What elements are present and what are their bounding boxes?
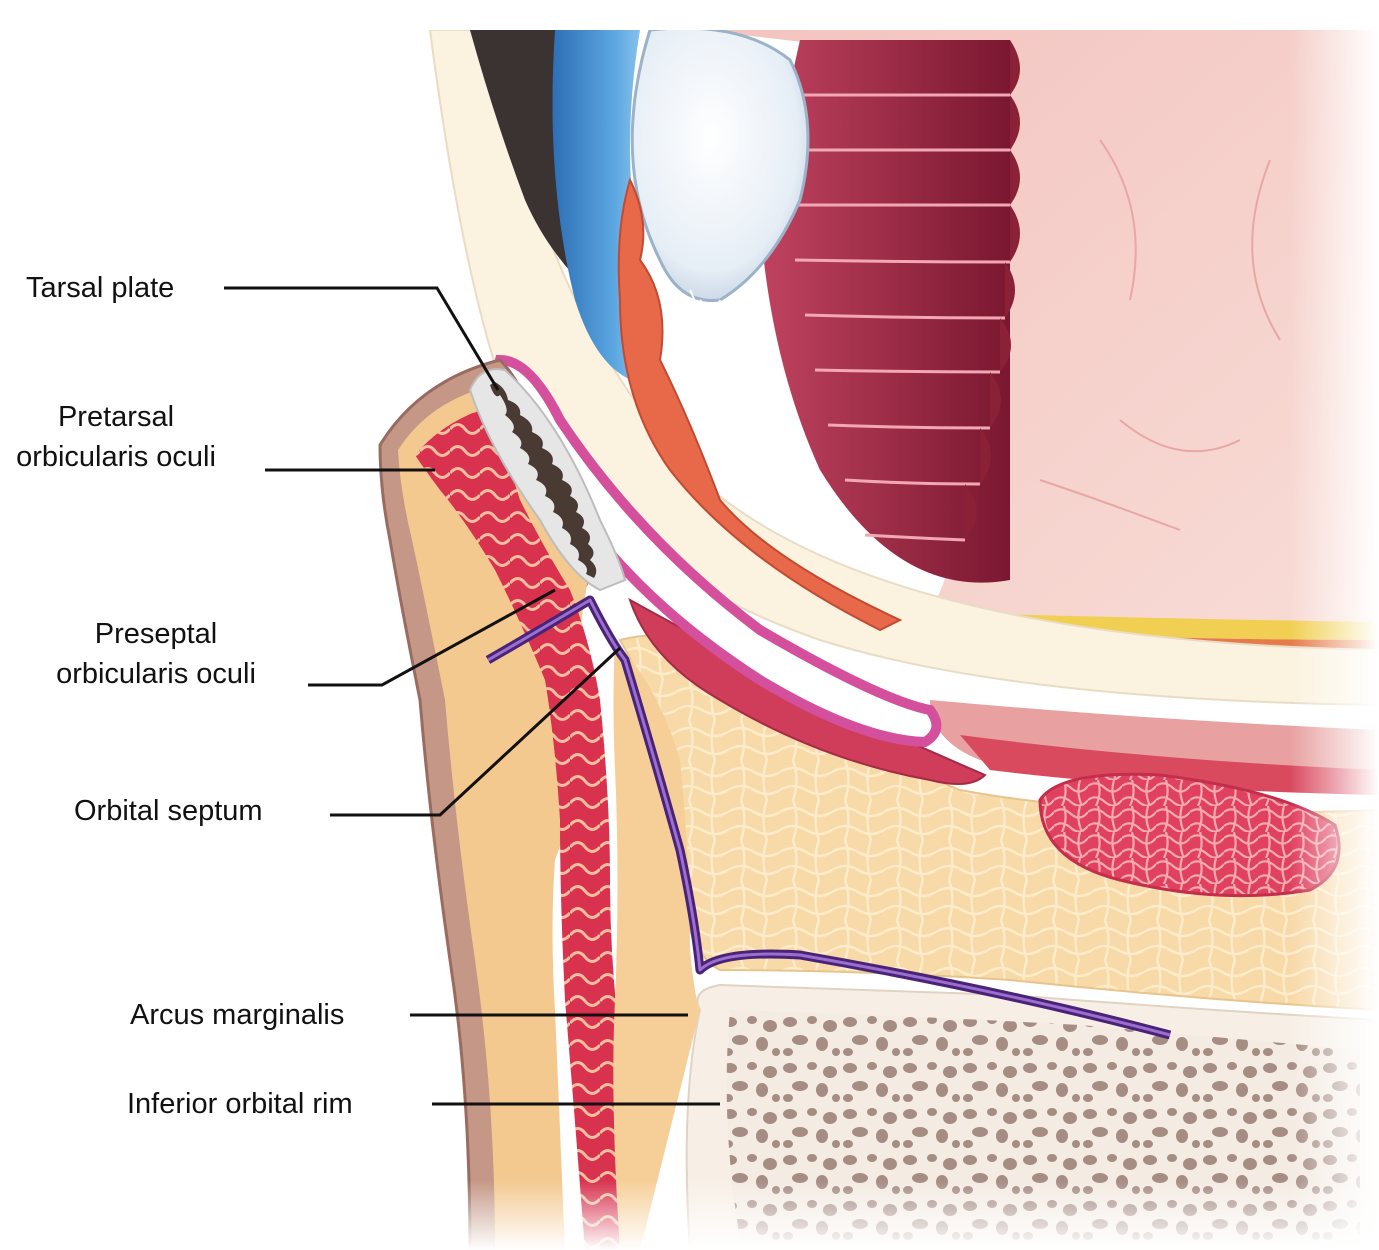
extraocular-muscle — [760, 40, 1020, 583]
meibomian-gland — [490, 382, 597, 578]
label-orbital-septum-text: Orbital septum — [74, 795, 263, 827]
label-tarsal-plate: Tarsal plate — [26, 268, 174, 308]
label-inferior-orbital-rim-text: Inferior orbital rim — [127, 1088, 353, 1120]
ciliary-body — [617, 177, 903, 632]
orbit-vessels — [1039, 139, 1281, 531]
leader-orbital-septum — [330, 646, 622, 817]
orbicularis-oculi — [415, 410, 640, 1250]
label-tarsal-plate-text: Tarsal plate — [26, 272, 175, 304]
label-preseptal-line2: orbicularis oculi — [56, 658, 256, 690]
label-preseptal-orbicularis: Preseptal orbicularis oculi — [40, 614, 272, 694]
label-pretarsal-line1: Pretarsal — [57, 401, 175, 433]
label-inferior-orbital-rim: Inferior orbital rim — [127, 1084, 353, 1124]
label-arcus-marginalis: Arcus marginalis — [130, 995, 344, 1035]
zonules — [689, 289, 761, 421]
label-orbital-septum: Orbital septum — [74, 791, 263, 831]
label-preseptal-line1: Preseptal — [94, 618, 218, 650]
leader-preseptal — [308, 588, 556, 687]
orbit-wall — [700, 30, 1379, 625]
leader-tarsal-plate — [224, 286, 500, 391]
label-arcus-marginalis-text: Arcus marginalis — [130, 999, 345, 1031]
label-pretarsal-orbicularis: Pretarsal orbicularis oculi — [0, 397, 232, 477]
label-pretarsal-line2: orbicularis oculi — [16, 441, 216, 473]
leader-lines — [224, 286, 720, 1106]
